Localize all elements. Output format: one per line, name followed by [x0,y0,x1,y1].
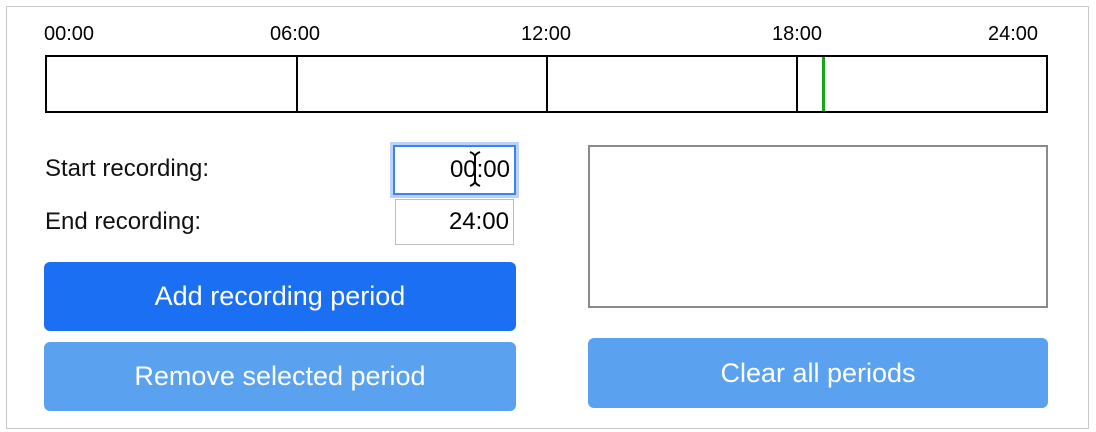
start-recording-label: Start recording: [45,155,210,182]
current-time-marker [822,57,825,111]
recording-timeline[interactable] [45,55,1048,113]
end-recording-label: End recording: [45,208,202,235]
timeline-divider-1800 [796,57,798,111]
add-recording-period-button[interactable]: Add recording period [44,262,516,331]
add-recording-period-label: Add recording period [154,281,406,311]
end-time-input[interactable] [395,199,514,245]
clear-all-periods-button[interactable]: Clear all periods [588,338,1048,408]
tick-label-0600: 06:00 [270,23,321,45]
tick-label-1200: 12:00 [521,23,572,45]
timeline-divider-1200 [546,57,548,111]
tick-label-0000: 00:00 [44,23,95,45]
recording-periods-list[interactable] [588,145,1048,308]
app-frame [6,6,1089,429]
timeline-divider-0600 [296,57,298,111]
remove-selected-period-label: Remove selected period [134,361,426,391]
tick-label-1800: 18:00 [772,23,823,45]
i-beam-cursor-icon [469,151,481,187]
tick-label-2400: 24:00 [988,23,1039,45]
start-time-input[interactable] [393,145,516,195]
remove-selected-period-button[interactable]: Remove selected period [44,342,516,411]
clear-all-periods-label: Clear all periods [720,357,916,388]
